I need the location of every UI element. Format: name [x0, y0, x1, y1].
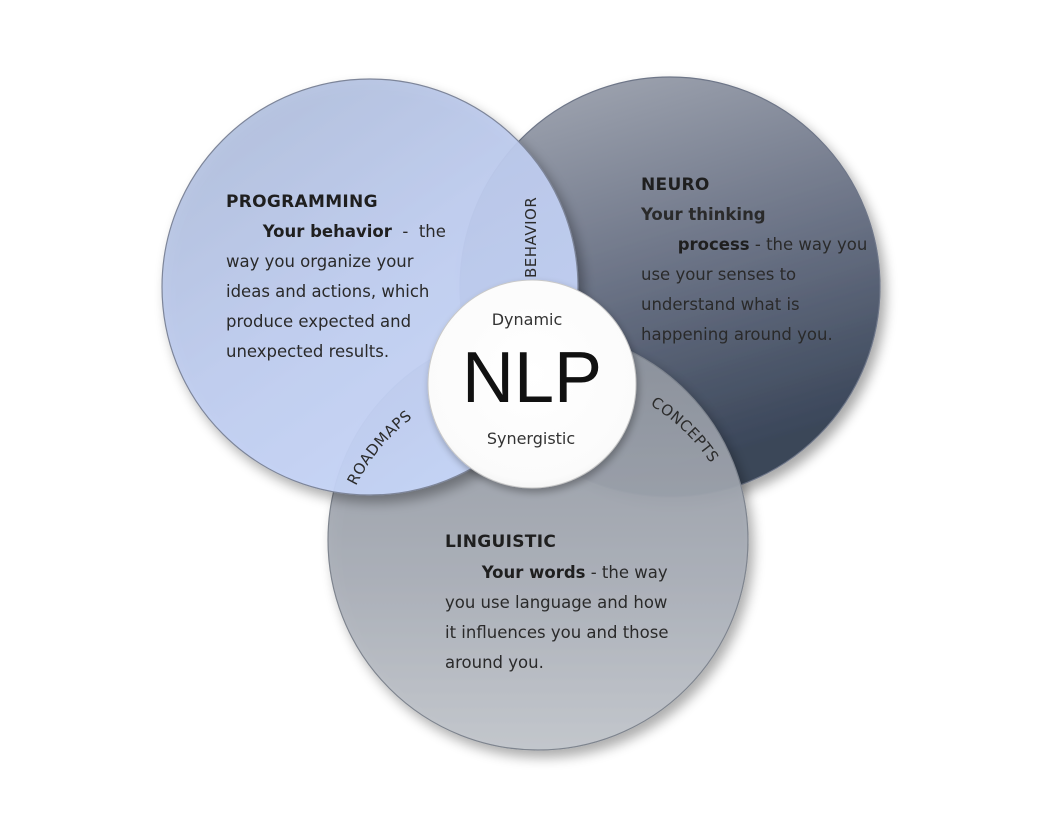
programming-heading: PROGRAMMING [226, 192, 378, 212]
linguistic-line-4: around you. [445, 653, 544, 672]
center-bottom-word: Synergistic [487, 429, 575, 448]
neuro-line-2: process - the way you [641, 235, 894, 254]
center-circle [427, 279, 637, 489]
overlap-label-behavior: BEHAVIOR [522, 197, 540, 278]
linguistic-line-3: it influences you and those [445, 623, 668, 642]
neuro-line-2-rest: - the way you [750, 235, 868, 254]
programming-line-4: produce expected and [226, 312, 411, 331]
linguistic-line-1: Your words - the way [445, 563, 694, 582]
programming-line-1-rest: - the [392, 222, 446, 241]
programming-line-5: unexpected results. [226, 342, 389, 361]
neuro-line-5: happening around you. [641, 325, 833, 344]
neuro-line-4: understand what is [641, 295, 800, 314]
center-title: NLP [462, 338, 602, 418]
programming-line-3: ideas and actions, which [226, 282, 429, 301]
neuro-text-block: NEURO Your thinking process - the way yo… [640, 175, 894, 344]
programming-lead: Your behavior [262, 222, 393, 241]
center-top-word: Dynamic [492, 310, 563, 329]
neuro-lead-line-1: Your thinking [640, 205, 766, 224]
programming-line-1: Your behavior - the [226, 222, 472, 241]
programming-text-block: PROGRAMMING Your behavior - the way you … [226, 192, 472, 361]
neuro-heading: NEURO [641, 175, 710, 195]
linguistic-heading: LINGUISTIC [445, 532, 556, 552]
linguistic-text-block: LINGUISTIC Your words - the way you use … [445, 532, 694, 672]
linguistic-line-2: you use language and how [445, 593, 667, 612]
neuro-lead-line-2: process [678, 235, 750, 254]
linguistic-line-1-rest: - the way [585, 563, 667, 582]
neuro-line-3: use your senses to [641, 265, 796, 284]
programming-line-2: way you organize your [226, 252, 414, 271]
linguistic-lead: Your words [481, 563, 586, 582]
